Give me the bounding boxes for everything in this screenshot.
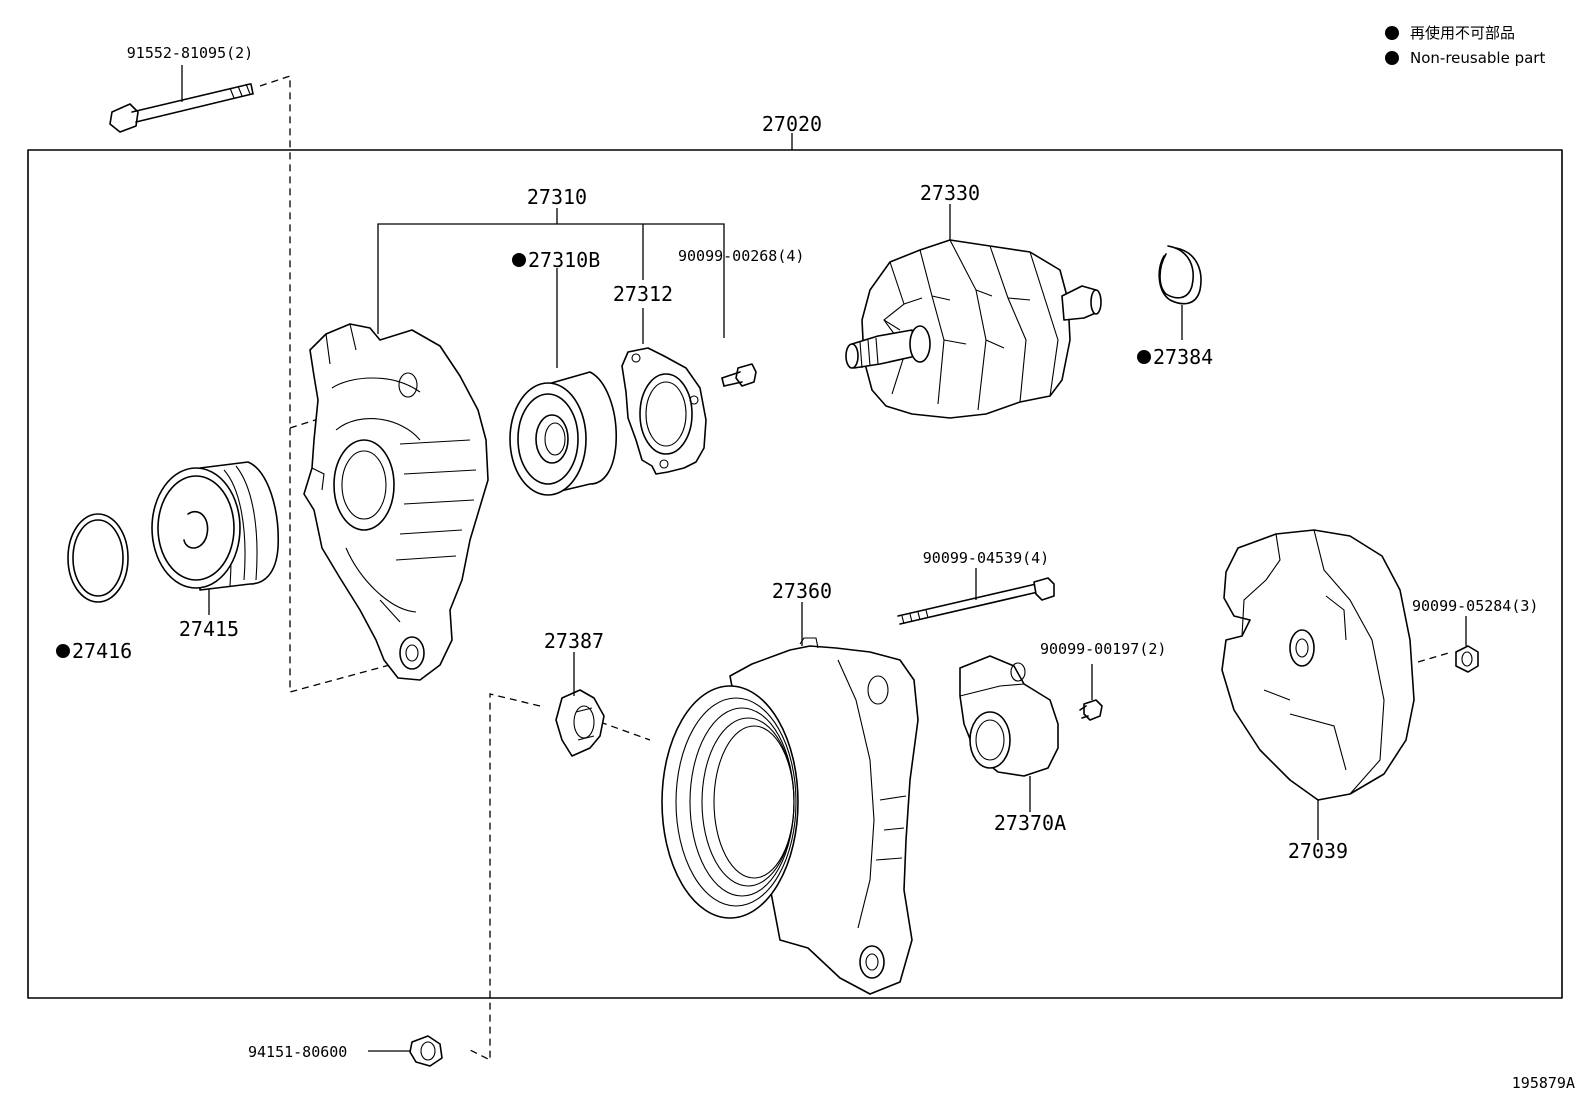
label-27330: 27330 xyxy=(920,181,980,205)
label-27312: 27312 xyxy=(613,282,673,306)
label-27387: 27387 xyxy=(544,629,604,653)
label-27415: 27415 xyxy=(179,617,239,641)
label-90099-05284: 90099-05284(3) xyxy=(1412,597,1538,615)
label-90099-00268: 90099-00268(4) xyxy=(678,247,804,265)
retainer-plate-27312-icon xyxy=(621,347,707,475)
nut-94151-80600-icon xyxy=(409,1035,443,1067)
label-27310: 27310 xyxy=(527,185,587,209)
label-90099-04539: 90099-04539(4) xyxy=(923,549,1049,567)
nut-90099-05284-icon xyxy=(1455,645,1479,673)
screw-90099-00197-icon xyxy=(1079,699,1103,721)
label-91552: 91552-81095(2) xyxy=(127,44,253,62)
bearing-27310b-icon xyxy=(509,371,617,496)
label-27039: 27039 xyxy=(1288,839,1348,863)
legend-bullet-icon xyxy=(1385,51,1399,65)
bolt-91552-icon xyxy=(109,83,254,133)
legend: 再使用不可部品 Non-reusable part xyxy=(1385,24,1545,67)
brush-holder-27370a-icon xyxy=(959,655,1059,777)
snap-ring-27416-icon xyxy=(67,513,129,603)
label-27360: 27360 xyxy=(772,579,832,603)
label-27310b: 27310B xyxy=(528,248,600,272)
legend-english: Non-reusable part xyxy=(1410,49,1545,67)
drive-end-frame-27310-icon xyxy=(303,323,489,681)
rotor-27330-icon xyxy=(845,239,1102,419)
label-27416: 27416 xyxy=(72,639,132,663)
assembly-frame xyxy=(27,149,1563,999)
assembly-label: 27020 xyxy=(762,112,822,136)
through-bolt-90099-04539-icon xyxy=(897,577,1055,625)
label-94151-80600: 94151-80600 xyxy=(248,1043,347,1061)
wave-washer-27384-icon xyxy=(1158,245,1202,305)
screw-90099-00268-icon xyxy=(721,363,757,387)
nonreusable-mark-icon xyxy=(512,253,526,267)
nonreusable-mark-icon xyxy=(56,644,70,658)
terminal-insulator-27387-icon xyxy=(555,689,605,757)
rectifier-end-frame-27360-icon xyxy=(661,637,919,995)
rear-cover-27039-icon xyxy=(1221,529,1415,801)
legend-bullet-icon xyxy=(1385,26,1399,40)
nonreusable-mark-icon xyxy=(1137,350,1151,364)
label-90099-00197: 90099-00197(2) xyxy=(1040,640,1166,658)
label-27384: 27384 xyxy=(1153,345,1213,369)
label-27370a: 27370A xyxy=(994,811,1066,835)
pulley-27415-icon xyxy=(151,461,280,591)
diagram-id: 195879A xyxy=(1512,1074,1575,1092)
legend-japanese: 再使用不可部品 xyxy=(1410,24,1515,42)
